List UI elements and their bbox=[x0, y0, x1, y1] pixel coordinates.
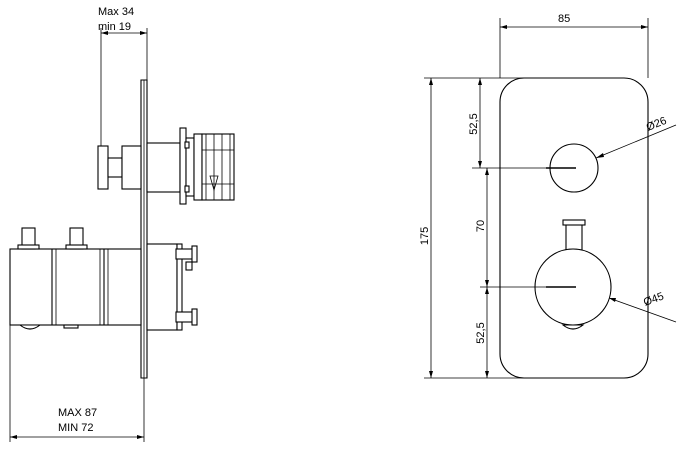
diverter-knob-front bbox=[546, 143, 599, 193]
body-min-label: MIN 72 bbox=[58, 422, 93, 434]
bottom-offset-label: 52,5 bbox=[475, 322, 487, 343]
large-diameter-label: Ø45 bbox=[642, 290, 666, 308]
depth-dimension: Max 34 min 19 bbox=[98, 6, 148, 146]
width-label: 85 bbox=[558, 13, 570, 25]
height-dimension: 175 bbox=[419, 77, 525, 379]
front-view: 85 175 52,5 70 bbox=[419, 13, 677, 379]
diverter-knob-side bbox=[97, 127, 235, 205]
body-dimension: MAX 87 MIN 72 bbox=[9, 325, 145, 442]
spacing-dimension: 70 bbox=[475, 168, 546, 288]
height-label: 175 bbox=[419, 227, 431, 245]
cover-plate bbox=[499, 77, 649, 379]
depth-min-label: min 19 bbox=[98, 21, 131, 33]
side-view: Max 34 min 19 MAX 87 MIN 72 bbox=[9, 6, 235, 442]
top-offset-label: 52,5 bbox=[468, 113, 480, 134]
bottom-offset-dimension: 52,5 bbox=[475, 287, 489, 378]
body-max-label: MAX 87 bbox=[58, 407, 97, 419]
small-diameter-callout: Ø26 bbox=[595, 115, 677, 159]
thermostat-knob-front bbox=[534, 219, 612, 330]
spacing-label: 70 bbox=[475, 220, 487, 232]
large-diameter-callout: Ø45 bbox=[608, 290, 677, 323]
depth-max-label: Max 34 bbox=[98, 6, 134, 18]
width-dimension: 85 bbox=[499, 13, 649, 78]
thermostat-body-side bbox=[9, 227, 198, 331]
top-offset-dimension: 52,5 bbox=[468, 78, 546, 169]
